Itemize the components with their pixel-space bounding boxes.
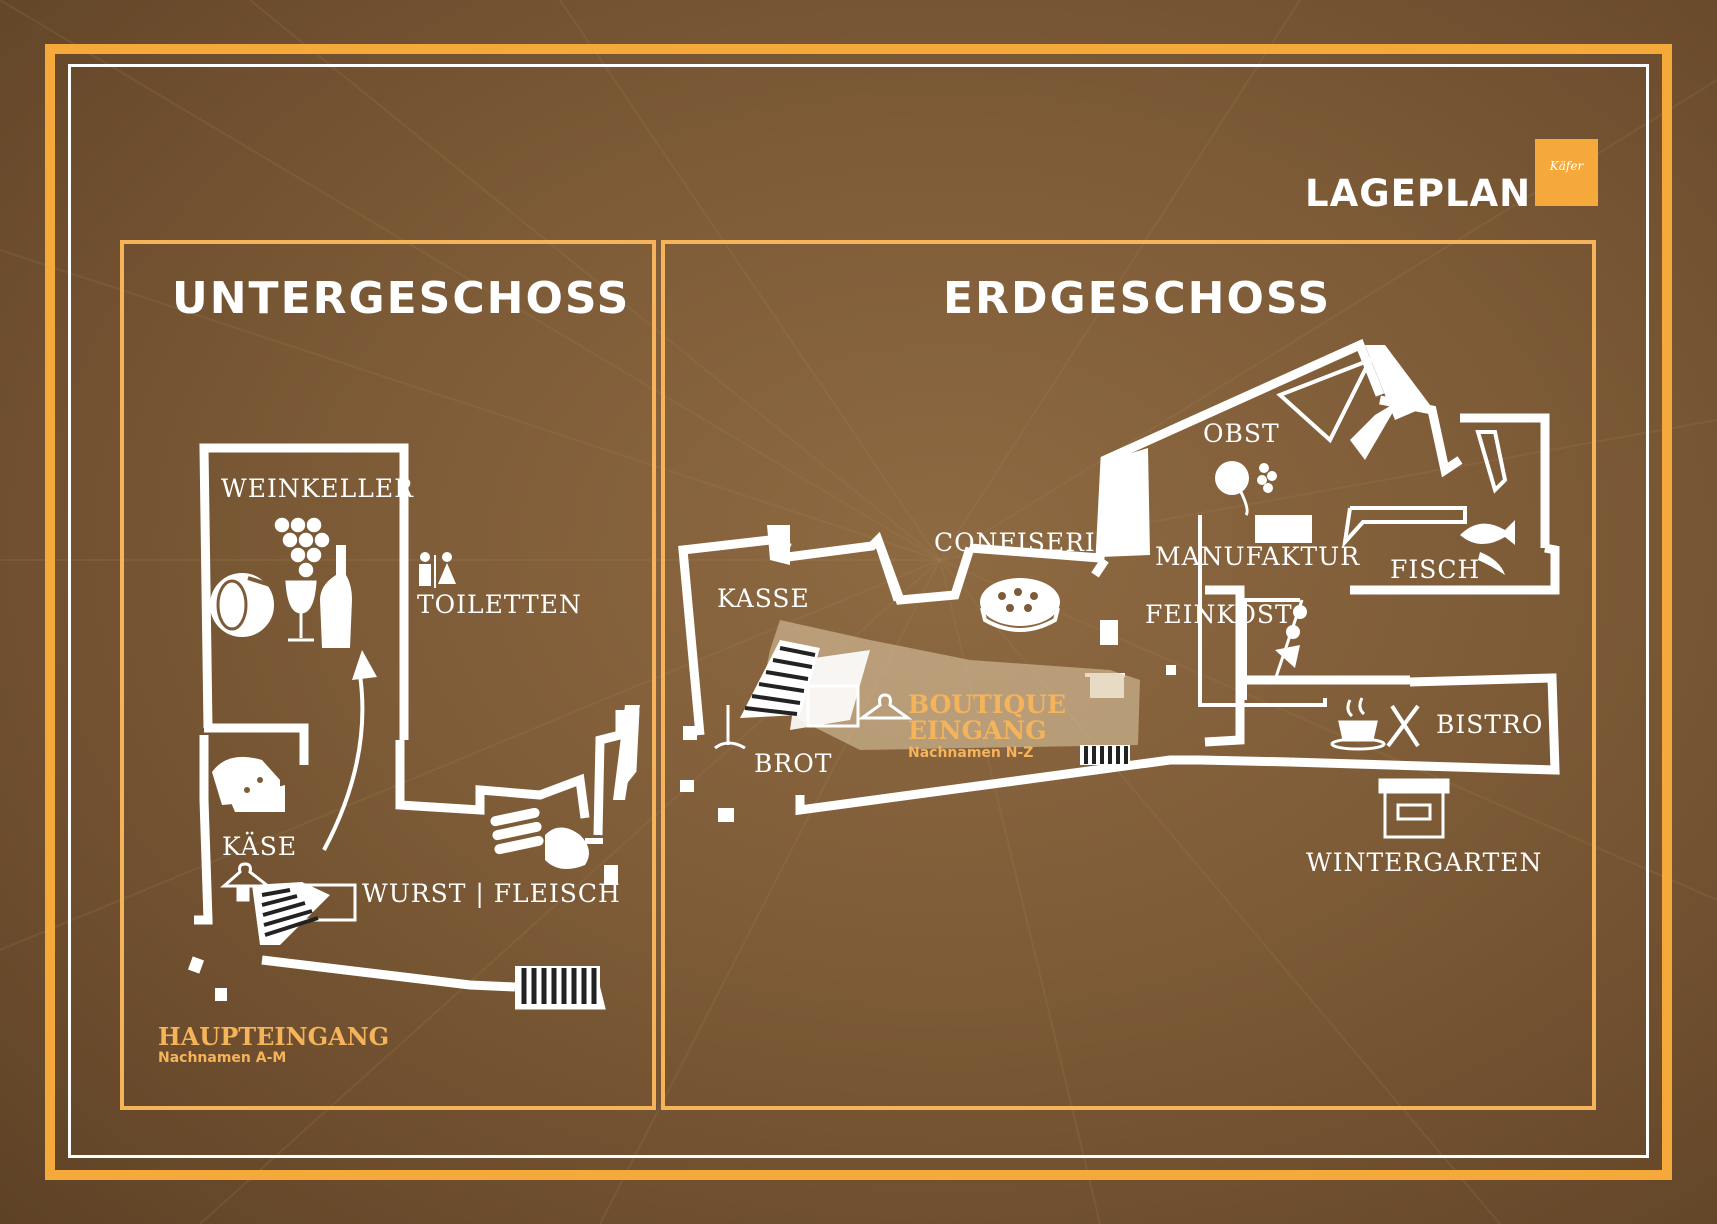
hanger-icon	[857, 693, 913, 720]
olive-skewer-icon	[1273, 599, 1307, 681]
ham-icon	[545, 827, 603, 869]
area-label-bread: BROT	[754, 749, 833, 778]
wine-glass-icon	[285, 580, 317, 642]
area-label-confectionery: CONFISERIE	[934, 528, 1116, 557]
basement-wall-fragments	[187, 705, 640, 1001]
area-label-bistro: BISTRO	[1436, 710, 1544, 739]
fruit-icon	[1215, 461, 1277, 516]
boutique-entrance-note: Nachnamen N-Z	[908, 745, 1034, 761]
main-entrance-label: HAUPTEINGANG	[158, 1022, 390, 1051]
brand-logo: Käfer	[1535, 139, 1598, 206]
area-label-wine-cellar: WEINKELLER	[221, 474, 414, 503]
ground-floor-title: ERDGESCHOSS	[943, 273, 1332, 324]
boutique-entrance-label-line2: EINGANG	[908, 716, 1047, 745]
boutique-entrance-label-line1: BOUTIQUE	[908, 690, 1067, 719]
stairs-icon	[515, 966, 600, 1006]
wine-bottle-icon	[320, 545, 352, 648]
stairs-icon	[1080, 745, 1130, 765]
storefront-icon	[1378, 778, 1450, 839]
direction-arrow	[322, 650, 377, 851]
area-label-cheese: KÄSE	[222, 832, 298, 861]
grapes-icon	[273, 516, 331, 579]
area-label-fruit: OBST	[1203, 419, 1280, 448]
area-label-manufactory: MANUFAKTUR	[1155, 542, 1361, 571]
stairs-icon	[740, 640, 820, 718]
area-label-winter-garden: WINTERGARTEN	[1306, 848, 1543, 877]
outer-frame	[45, 44, 1672, 1180]
ground-floor-walls	[678, 338, 1560, 816]
ground-floor-wall-fragments	[680, 345, 1430, 822]
wheat-icon	[714, 705, 746, 750]
basement-panel	[120, 240, 656, 1110]
area-label-cashier: KASSE	[717, 584, 810, 613]
area-label-delicatessen: FEINKOST	[1145, 600, 1293, 629]
wine-barrel-icon	[210, 573, 274, 637]
stairs-icon	[252, 882, 330, 945]
fish-icon	[1460, 520, 1515, 575]
area-label-toilets: TOILETTEN	[417, 590, 582, 619]
inner-frame	[68, 64, 1649, 1158]
coffee-cup-icon	[1330, 697, 1386, 751]
page-title: LAGEPLAN	[1305, 172, 1532, 215]
cheese-icon	[212, 756, 285, 812]
area-label-sausage-meat: WURST | FLEISCH	[362, 879, 621, 908]
ground-floor-panel	[661, 240, 1596, 1110]
hanger-icon	[220, 862, 273, 902]
main-entrance-note: Nachnamen A-M	[158, 1050, 287, 1066]
basement-title: UNTERGESCHOSS	[172, 273, 631, 324]
cutlery-icon	[1386, 704, 1420, 748]
brand-logo-text: Käfer	[1549, 159, 1584, 173]
pie-icon	[980, 578, 1060, 632]
area-label-fish: FISCH	[1390, 555, 1481, 584]
sausage-icon	[490, 807, 544, 855]
toilet-icon	[419, 552, 456, 588]
